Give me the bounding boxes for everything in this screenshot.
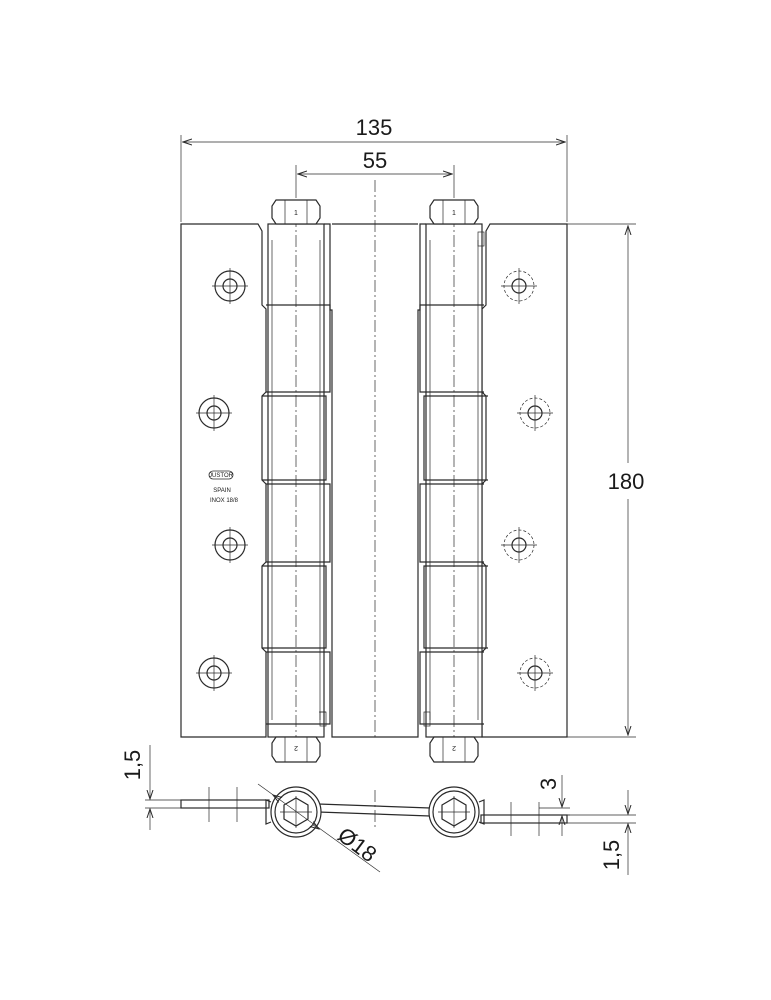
top-right-nut: 1: [429, 199, 479, 225]
material-text: INOX 18/8: [210, 498, 239, 504]
left-screw-holes: [196, 268, 248, 691]
screw-hole-hidden: [501, 268, 537, 304]
manufacturer-marking: JUSTOR SPAIN INOX 18/8: [208, 470, 239, 504]
dimension-label-offset: 3: [536, 778, 561, 790]
left-leaf: [180, 223, 267, 738]
screw-hole-hidden: [501, 527, 537, 563]
plan-view: [180, 786, 568, 838]
dimension-label-axis-distance: 55: [363, 148, 387, 173]
top-left-nut: 1: [271, 199, 321, 225]
dimension-label-leaf-thickness-left: 1,5: [120, 750, 145, 781]
bottom-right-nut: 2: [429, 736, 479, 763]
screw-hole-hidden: [517, 655, 553, 691]
origin-text: SPAIN: [213, 488, 231, 494]
left-barrel: [262, 215, 331, 760]
screw-hole: [212, 527, 248, 563]
screw-hole-hidden: [517, 395, 553, 431]
pin-label-bottom-right: 2: [452, 744, 456, 751]
pin-label-bottom-left: 2: [294, 744, 298, 751]
right-screw-holes: [501, 268, 553, 691]
dimension-label-height: 180: [608, 469, 645, 494]
dimension-axis-distance: 55: [295, 148, 455, 198]
brand-logo-text: JUSTOR: [209, 473, 234, 479]
screw-hole: [196, 655, 232, 691]
dimension-leaf-thickness-left: 1,5: [120, 745, 181, 830]
screw-hole: [196, 395, 232, 431]
dimension-offset: 3: [536, 775, 570, 836]
brand-logo: [208, 470, 234, 480]
dimension-label-barrel-diameter: Ø18: [333, 822, 381, 867]
dimension-overall-width: 135: [180, 115, 568, 222]
dimension-height: 180: [567, 223, 645, 738]
pin-label-top-right: 1: [452, 210, 456, 217]
dimension-label-overall-width: 135: [356, 115, 393, 140]
bottom-left-nut: 2: [271, 736, 321, 763]
screw-hole: [212, 268, 248, 304]
right-barrel: [419, 215, 488, 760]
right-leaf: [481, 223, 568, 738]
dimension-label-leaf-thickness-right: 1,5: [599, 840, 624, 871]
dimension-leaf-thickness-right: 1,5: [567, 790, 636, 875]
pin-label-top-left: 1: [294, 210, 298, 217]
